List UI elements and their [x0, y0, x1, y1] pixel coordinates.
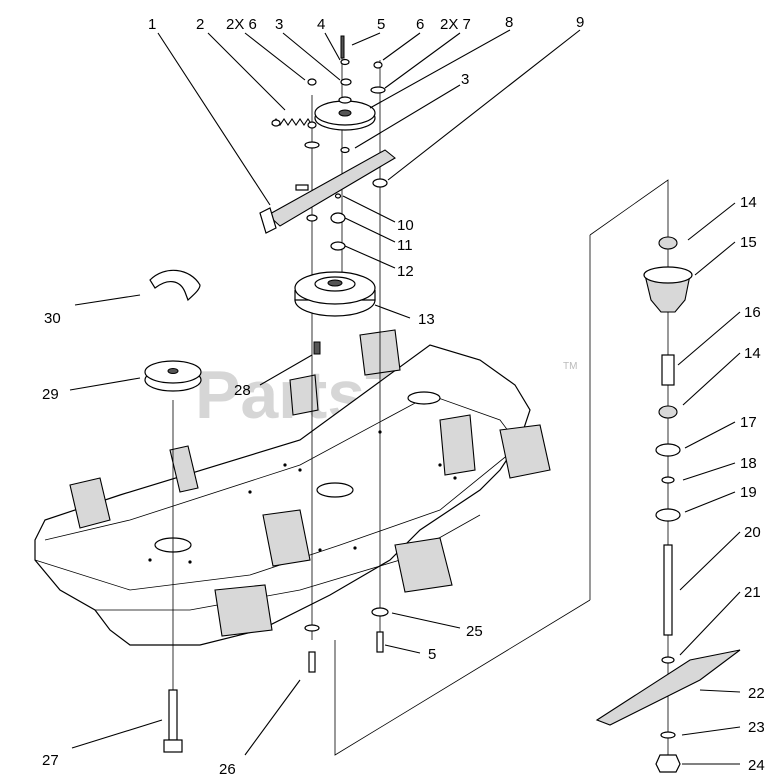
callout-5b: 5: [428, 646, 436, 663]
main-pulley: [294, 271, 376, 317]
callout-20: 20: [744, 524, 761, 541]
callout-21: 21: [744, 584, 761, 601]
callout-2x7: 2X 7: [440, 16, 471, 33]
callout-3: 3: [275, 16, 283, 33]
spindle-27: [163, 689, 183, 753]
mower-deck: [34, 329, 551, 646]
idler-arm: [259, 149, 396, 234]
callout-24: 24: [748, 757, 765, 774]
callout-26: 26: [219, 761, 236, 778]
spring: [271, 118, 313, 127]
callout-27: 27: [42, 752, 59, 769]
callout-16: 16: [744, 304, 761, 321]
callout-23: 23: [748, 719, 765, 736]
callout-30: 30: [44, 310, 61, 327]
bolt-25-5: [371, 607, 389, 653]
callout-6: 6: [416, 16, 424, 33]
callout-13: 13: [418, 311, 435, 328]
callout-11: 11: [397, 237, 413, 254]
watermark-trademark: TM: [563, 361, 577, 372]
callout-12: 12: [397, 263, 414, 280]
callout-29: 29: [42, 386, 59, 403]
callout-4: 4: [317, 16, 325, 33]
callout-2x6: 2X 6: [226, 16, 257, 33]
spindle-assembly: [595, 236, 741, 773]
callout-28: 28: [234, 382, 251, 399]
callout-19: 19: [740, 484, 757, 501]
callout-17: 17: [740, 414, 757, 431]
callout-18: 18: [740, 455, 757, 472]
callout-15: 15: [740, 234, 757, 251]
callout-10: 10: [397, 217, 414, 234]
belt-guide: [149, 269, 201, 302]
callout-14b: 14: [744, 345, 761, 362]
small-hardware-upper: [304, 35, 388, 355]
callout-8: 8: [505, 14, 513, 31]
callout-25: 25: [466, 623, 483, 640]
pulley-29: [144, 360, 202, 392]
callout-5: 5: [377, 16, 385, 33]
callout-14: 14: [740, 194, 757, 211]
callout-labels: 1 2 2X 6 3 4 5 6 2X 7 8 9 3 10 11 12 13 …: [42, 14, 765, 778]
idler-pulley-small: [314, 100, 376, 131]
callout-22: 22: [748, 685, 765, 702]
callout-2: 2: [196, 16, 204, 33]
callout-3b: 3: [461, 71, 469, 88]
bolt-26: [304, 624, 320, 673]
assembly-lines: [172, 40, 669, 760]
callout-9: 9: [576, 14, 584, 31]
leader-lines: [69, 29, 741, 765]
callout-1: 1: [148, 16, 156, 33]
